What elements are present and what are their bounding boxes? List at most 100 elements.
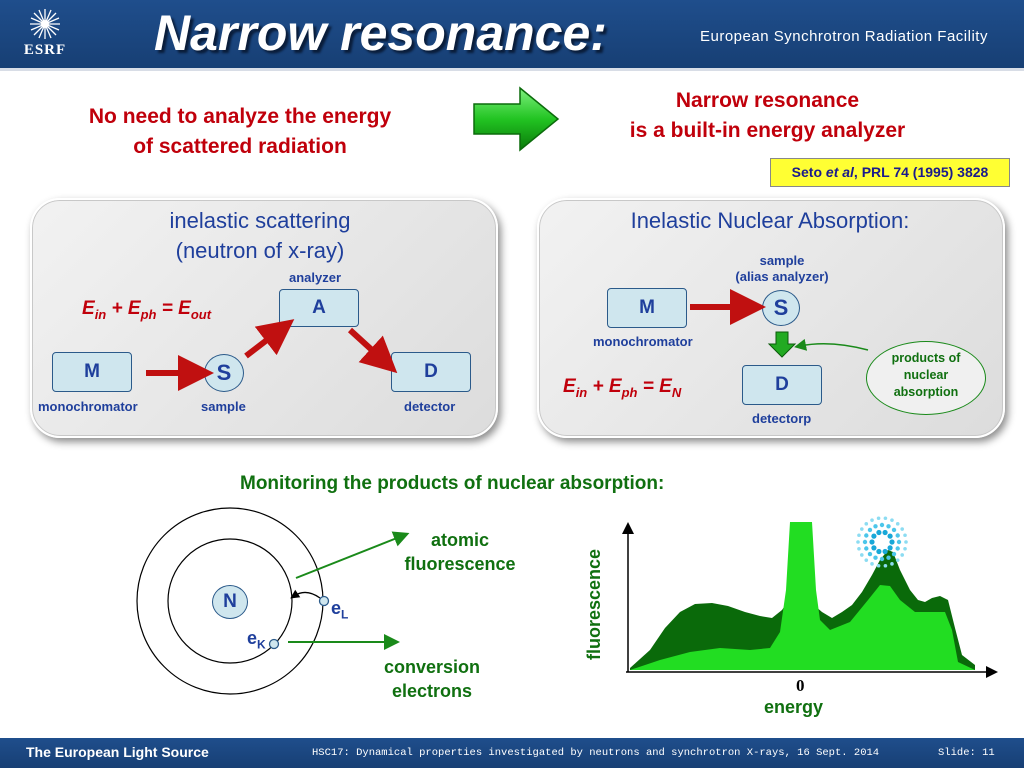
nucleus-circle: N [212, 585, 248, 619]
eq-right-e2: E [608, 376, 622, 397]
glow-dot [871, 545, 877, 551]
glow-dot [889, 539, 895, 545]
inner-orbit [167, 538, 293, 664]
facility-name: European Synchrotron Radiation Facility [700, 28, 988, 45]
glow-dot [886, 524, 891, 529]
transition-arrow [290, 589, 321, 599]
electron-k-label: eK [247, 628, 266, 652]
glow-dot [903, 546, 907, 551]
right-energy-equation: Ein + Eph = EN [563, 376, 681, 400]
sample-alias-line1: sample [759, 253, 805, 268]
slide-number: Slide: 11 [938, 747, 995, 759]
spectrum-zero-label: 0 [796, 676, 805, 695]
eq-left-e2: E [127, 298, 141, 319]
eq-right-s3: N [671, 384, 682, 400]
conv-line1: conversion [383, 657, 481, 677]
products-label: products of nuclear absorption [866, 350, 986, 401]
analyzer-label: analyzer [289, 270, 342, 285]
eq-left-plus: + [106, 298, 128, 319]
intro-right-line1: Narrow resonance [675, 89, 860, 112]
glow-dot [895, 522, 900, 526]
intro-right-line2: is a built-in energy analyzer [629, 119, 906, 142]
logo-text: ESRF [23, 42, 67, 58]
products-line1: products of [891, 351, 961, 365]
intro-right-text: Narrow resonance is a built-in energy an… [580, 86, 955, 146]
panel-left-title: inelastic scattering (neutron of x-ray) [100, 206, 420, 266]
panel-left-title-line2: (neutron of x-ray) [175, 238, 345, 263]
glow-dot [887, 533, 893, 539]
electron-l-sub: L [341, 607, 349, 622]
glow-dot [856, 540, 860, 544]
electron-k-e: e [247, 628, 258, 648]
glow-dot [873, 555, 878, 560]
glow-dot [895, 533, 900, 538]
glow-dot [864, 558, 869, 562]
detector-label-right: detectorp [752, 411, 812, 426]
eq-left-s1: in [94, 306, 107, 322]
electron-k-sub: K [257, 637, 266, 652]
sample-alias-label: sample (alias analyzer) [712, 253, 852, 285]
glow-dot [895, 546, 900, 551]
glow-dot [890, 518, 894, 522]
detector-label: detector [404, 399, 456, 414]
intro-left-line2: of scattered radiation [133, 135, 347, 158]
glowing-dot-ring-icon [856, 516, 908, 568]
eq-right-plus: + [587, 376, 609, 397]
glow-dot [871, 533, 877, 539]
glow-dot [876, 548, 882, 555]
eq-right-s1: in [575, 384, 588, 400]
fluo-line1: atomic [430, 530, 490, 550]
glow-dot [882, 548, 888, 555]
glow-dot [870, 518, 874, 522]
glow-dot [882, 529, 888, 536]
analyzer-box: A [279, 289, 359, 327]
header-bar [0, 0, 1024, 68]
glow-dot [870, 562, 874, 566]
detector-box: D [391, 352, 471, 392]
fluorescence-arrow [295, 531, 410, 579]
glow-dot [876, 516, 881, 521]
monochromator-label: monochromator [38, 399, 138, 414]
glow-dot [862, 539, 868, 545]
eq-right-e3: E [659, 376, 672, 397]
glow-dot [883, 516, 888, 521]
glow-dot [891, 527, 897, 533]
glow-dot [900, 553, 904, 557]
footer-left-text: The European Light Source [26, 744, 209, 760]
panel-right-title: Inelastic Nuclear Absorption: [630, 208, 910, 233]
monochromator-box: M [52, 352, 132, 392]
glow-dot [904, 540, 908, 544]
fluo-line2: fluorescence [404, 554, 516, 574]
green-arrow-right-icon [473, 86, 560, 152]
eq-left-e3: E [178, 298, 191, 319]
arrow-s-to-d-right [767, 331, 797, 358]
glow-dot [876, 529, 882, 536]
glow-dot [864, 546, 869, 551]
products-line2: nuclear [903, 368, 949, 382]
spectrum-xlabel: energy [764, 697, 824, 717]
products-line3: absorption [893, 385, 959, 399]
glow-dot [890, 562, 894, 566]
inelastic-scattering-panel [30, 198, 498, 438]
electron-l-e: e [331, 598, 342, 618]
glow-dot [860, 553, 864, 557]
glow-dot [883, 563, 888, 568]
sample-alias-line2: (alias analyzer) [735, 269, 829, 284]
eq-left-equals: = [156, 298, 179, 319]
footer-bar [0, 738, 1024, 768]
eq-right-equals: = [637, 376, 660, 397]
electron-k [268, 638, 280, 650]
monochromator-label-right: monochromator [593, 334, 693, 349]
glow-dot [867, 527, 873, 533]
glow-dot [869, 539, 875, 545]
glow-dot [879, 556, 885, 562]
glow-dot [896, 539, 902, 545]
arrow-s-to-a [244, 319, 295, 359]
detector-box-right: D [742, 365, 822, 405]
glow-dot [900, 527, 904, 531]
reference-badge: Seto et al, PRL 74 (1995) 3828 [770, 158, 1010, 187]
panel-left-title-line1: inelastic scattering [169, 208, 351, 233]
